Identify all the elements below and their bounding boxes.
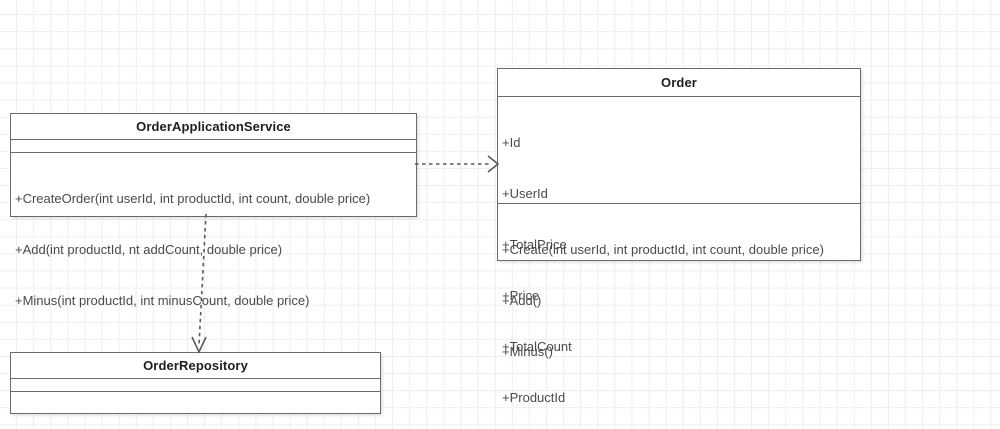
class-title-order-application-service: OrderApplicationService <box>11 114 416 140</box>
attribute-row: +Price <box>502 288 540 303</box>
class-box-order[interactable]: Order +Id +UserId +TotalPrice +Price +To… <box>497 68 861 405</box>
method-row: +Add(int productId, nt addCount, double … <box>15 242 283 257</box>
class-title-order: Order <box>498 69 860 97</box>
attribute-row: +ProductId <box>502 390 566 405</box>
attribute-row: +UserId <box>502 186 548 201</box>
method-row: +Minus(int productId, int minusCount, do… <box>15 293 310 308</box>
attribute-row: +TotalCount <box>502 339 572 354</box>
class-attributes-order-application-service <box>11 140 416 153</box>
class-title-order-repository: OrderRepository <box>11 353 380 379</box>
class-methods-order: +Create(int userId, int productId, int c… <box>498 204 860 398</box>
method-row: +Minus() <box>502 344 553 359</box>
class-methods-order-repository: +Insert() <box>11 392 380 429</box>
class-attributes-order: +Id +UserId +TotalPrice +Price +TotalCou… <box>498 97 860 405</box>
dependency-arrow-service-to-order[interactable] <box>414 148 504 180</box>
class-methods-order-application-service: +CreateOrder(int userId, int productId, … <box>11 153 416 347</box>
class-box-order-repository[interactable]: OrderRepository +Insert() <box>10 352 381 414</box>
method-row: +CreateOrder(int userId, int productId, … <box>15 191 371 206</box>
attribute-row: +Id <box>502 135 521 150</box>
attribute-row: +TotalPrice <box>502 237 567 252</box>
class-attributes-order-repository <box>11 379 380 392</box>
method-row: +Create(int userId, int productId, int c… <box>502 242 824 257</box>
class-box-order-application-service[interactable]: OrderApplicationService +CreateOrder(int… <box>10 113 417 308</box>
method-row: +Add() <box>502 293 542 308</box>
